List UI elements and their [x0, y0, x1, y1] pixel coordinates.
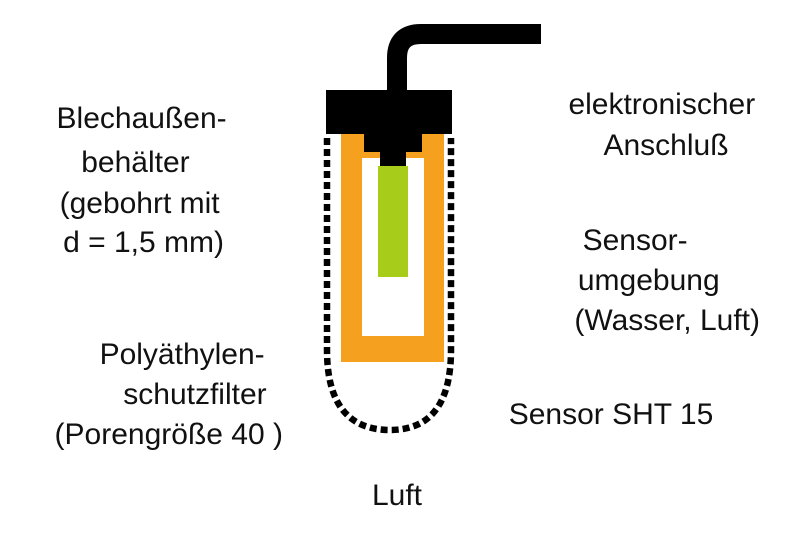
label-environment-line-2: umgebung — [578, 264, 720, 297]
label-outer-container: Blechaußen- behälter (gebohrt mit d = 1,… — [57, 102, 235, 259]
label-connection-line-1: elektronischer — [568, 88, 755, 121]
leader-environment — [452, 206, 568, 248]
label-connection: elektronischer Anschluß — [568, 88, 763, 162]
label-filter: Polyäthylen- schutzfilter (Porengröße 40… — [55, 338, 283, 451]
label-outer-container-line-4: d = 1,5 mm) — [63, 226, 224, 259]
sensor-mount — [380, 150, 406, 166]
cap-stem — [364, 132, 422, 152]
leader-connection — [541, 34, 623, 73]
label-outer-container-line-2: behälter — [81, 146, 189, 179]
label-filter-line-1: Polyäthylen- — [100, 338, 265, 371]
sensor-cap — [326, 90, 452, 134]
label-sensor: Sensor SHT 15 — [509, 398, 714, 431]
label-air: Luft — [372, 479, 423, 512]
sensor-chip — [378, 166, 408, 277]
cable — [387, 24, 541, 92]
polyethylene-filter — [341, 132, 444, 362]
label-outer-container-line-3: (gebohrt mit — [60, 187, 221, 220]
label-environment: Sensor- umgebung (Wasser, Luft) — [574, 224, 760, 337]
label-environment-line-3: (Wasser, Luft) — [574, 304, 760, 337]
label-environment-line-1: Sensor- — [583, 224, 688, 257]
label-outer-container-line-1: Blechaußen- — [57, 102, 227, 135]
leader-sensor — [392, 253, 499, 399]
label-filter-line-2: schutzfilter — [123, 378, 266, 411]
label-filter-line-3: (Porengröße 40 ) — [55, 418, 283, 451]
label-connection-line-2: Anschluß — [603, 129, 728, 162]
perforated-outer-container — [323, 138, 455, 434]
